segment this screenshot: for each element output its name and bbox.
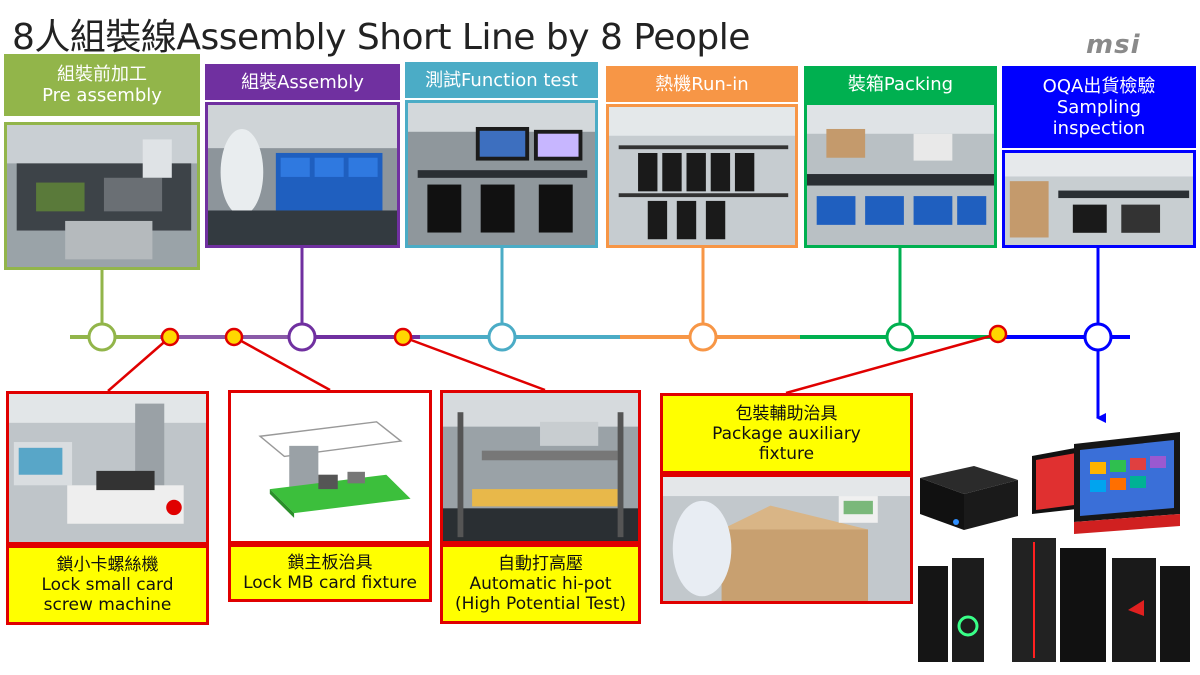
node-function-test (487, 322, 517, 352)
fixture-hipot-zh: 自動打高壓 (498, 554, 583, 574)
header-pre-assembly-zh: 組裝前加工 (57, 64, 147, 85)
header-oqa-en1: Sampling (1056, 96, 1142, 118)
tile-6 (1110, 478, 1126, 490)
connector-mb-fixture (233, 335, 331, 392)
fixture-screw-machine-en2: screw machine (43, 595, 172, 615)
tower-1 (918, 566, 948, 662)
fixture-screw-machine-en1: Lock small card (41, 575, 174, 595)
fixture-hipot-en1: Automatic hi-pot (469, 574, 612, 594)
header-pre-assembly: 組裝前加工 Pre assembly (4, 54, 200, 116)
node-fixture-hipot (393, 327, 413, 347)
tile-2 (1110, 460, 1126, 472)
tower-2-fan (957, 615, 979, 637)
msi-products-illustration (914, 430, 1194, 670)
fixture-mb-fixture-zh: 鎖主板治具 (287, 553, 373, 573)
fixture-package-zh: 包裝輔助治具 (735, 403, 838, 424)
header-function-test-label: 測試Function test (425, 69, 578, 91)
photo-oqa (1002, 150, 1196, 248)
header-assembly: 組裝Assembly (205, 64, 400, 100)
page-title: 8人組裝線Assembly Short Line by 8 People (12, 17, 750, 58)
fixture-label-screw-machine: 鎖小卡螺絲機 Lock small card screw machine (6, 545, 209, 625)
node-packing (885, 322, 915, 352)
fixture-package-en2: fixture (758, 443, 815, 464)
node-run-in (688, 322, 718, 352)
tower-5-badge (1128, 600, 1144, 616)
fixture-package-en1: Package auxiliary (712, 423, 861, 444)
mini-pc-top (920, 466, 1018, 494)
monitor-front-screen (1080, 440, 1174, 516)
header-run-in: 熱機Run-in (606, 66, 798, 102)
tower-4 (1060, 548, 1106, 662)
connector-screw-machine (107, 336, 171, 392)
connector-hipot (402, 335, 546, 392)
fixture-hipot-en2: (High Potential Test) (454, 594, 627, 614)
photo-assembly (205, 102, 400, 248)
tile-3 (1130, 458, 1146, 470)
tile-7 (1130, 476, 1146, 488)
node-fixture-screw-machine (160, 327, 180, 347)
header-oqa-en2: inspection (1052, 117, 1146, 139)
node-pre-assembly (87, 322, 117, 352)
connector-package (785, 332, 999, 395)
tower-2 (952, 558, 984, 662)
fixture-label-hipot: 自動打高壓 Automatic hi-pot (High Potential T… (440, 544, 641, 624)
fixture-photo-package (660, 474, 913, 604)
fixture-label-package: 包裝輔助治具 Package auxiliary fixture (660, 393, 913, 474)
header-packing-label: 裝箱Packing (847, 73, 954, 95)
mini-pc-side (920, 478, 964, 530)
fixture-mb-fixture-en1: Lock MB card fixture (243, 573, 417, 593)
header-oqa: OQA出貨檢驗 Sampling inspection (1002, 66, 1196, 148)
fixture-photo-mb-fixture (228, 390, 432, 544)
node-oqa (1083, 322, 1113, 352)
node-fixture-mb-fixture (224, 327, 244, 347)
header-pre-assembly-en: Pre assembly (42, 85, 162, 106)
tower-6 (1160, 566, 1190, 662)
fixture-label-mb-fixture: 鎖主板治具 Lock MB card fixture (228, 544, 432, 602)
monitor-back-screen (1036, 452, 1082, 510)
header-oqa-zh: OQA出貨檢驗 (1042, 75, 1156, 97)
fixture-screw-machine-zh: 鎖小卡螺絲機 (56, 555, 159, 575)
mini-pc-front (964, 480, 1018, 530)
node-assembly (287, 322, 317, 352)
msi-logo: msi (1086, 30, 1141, 60)
header-function-test: 測試Function test (405, 62, 598, 98)
photo-packing (804, 102, 997, 248)
tile-5 (1090, 480, 1106, 492)
tile-4 (1150, 456, 1166, 468)
photo-run-in (606, 104, 798, 248)
node-fixture-package (988, 324, 1008, 344)
header-run-in-label: 熱機Run-in (655, 73, 749, 95)
photo-function-test (405, 100, 598, 248)
photo-pre-assembly (4, 122, 200, 270)
fixture-photo-screw-machine (6, 391, 209, 545)
mini-pc-light (953, 519, 959, 525)
header-packing: 裝箱Packing (804, 66, 997, 102)
monitor-red-bar (1074, 514, 1180, 534)
tile-1 (1090, 462, 1106, 474)
fixture-photo-hipot (440, 390, 641, 544)
header-assembly-label: 組裝Assembly (241, 71, 364, 93)
products-svg (918, 432, 1190, 662)
